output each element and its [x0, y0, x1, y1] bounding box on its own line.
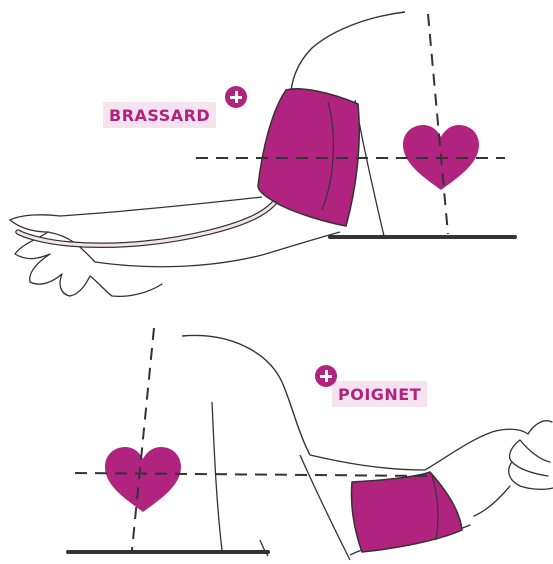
- heart-icon: [105, 447, 181, 512]
- top-vertical-guide: [428, 14, 448, 234]
- bottom-upper-arm: [260, 455, 350, 560]
- plus-icon: [225, 86, 247, 108]
- wrist-cuff-scene: [68, 328, 553, 560]
- wrist-cuff-label: POIGNET: [332, 381, 427, 407]
- bottom-torso-line: [212, 402, 222, 550]
- bottom-shoulder-outline: [182, 335, 310, 455]
- arm-cuff-scene: [10, 12, 515, 296]
- wrist-cuff: [351, 472, 462, 552]
- top-shoulder-outline: [290, 12, 405, 100]
- arm-cuff-label: BRASSARD: [103, 102, 216, 128]
- bottom-vertical-guide: [132, 328, 154, 550]
- top-hand: [10, 215, 162, 297]
- plus-icon: [315, 365, 337, 387]
